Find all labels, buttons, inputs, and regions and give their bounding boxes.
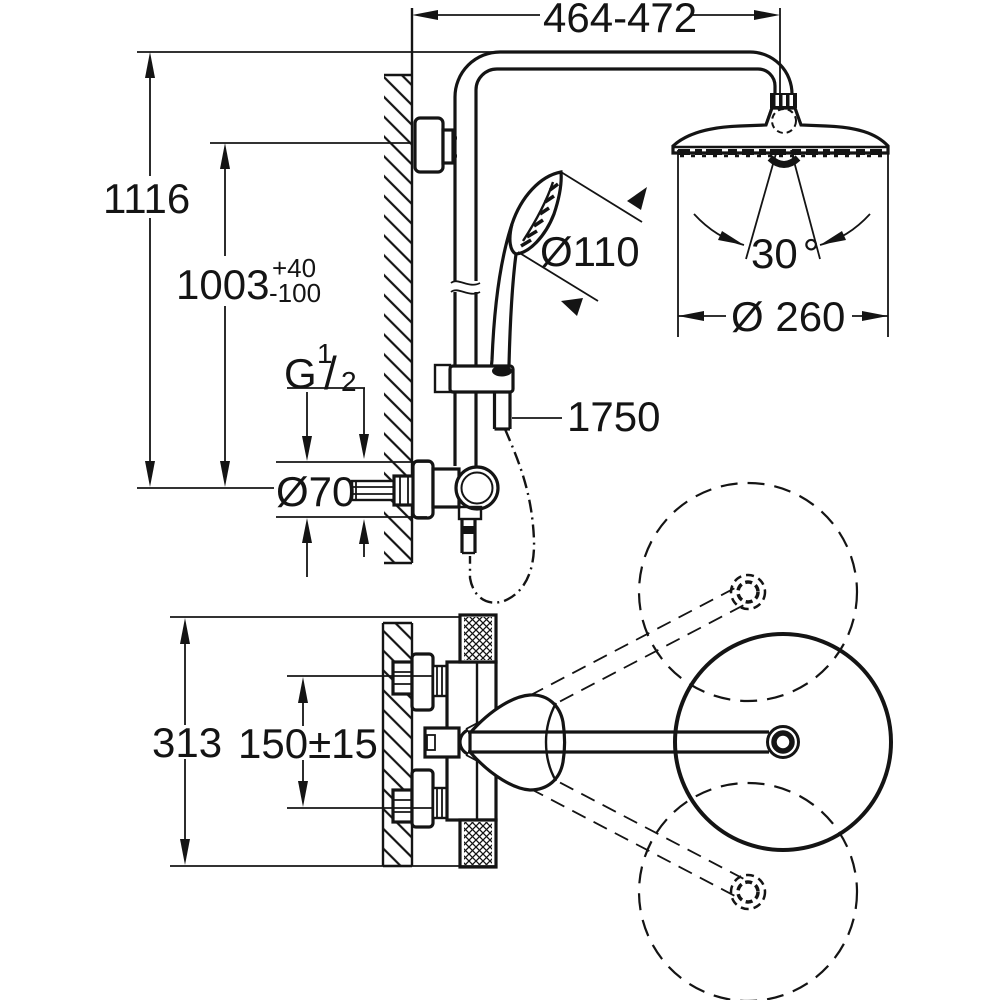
escutcheon-side bbox=[411, 459, 435, 520]
spray-angle-construction bbox=[693, 149, 871, 260]
dim-label-head-shower-dia: Ø 260 bbox=[731, 293, 845, 340]
handle-knurled-bottom bbox=[458, 818, 498, 869]
ball-joint-hidden-circle bbox=[771, 108, 797, 134]
supply-pipe bbox=[350, 479, 396, 502]
dim-height-outlet: 1003 +40 -100 bbox=[176, 142, 410, 487]
spray-angle-unit: ° bbox=[803, 230, 820, 277]
head-shower-plan-circle bbox=[673, 632, 893, 852]
hose-nut bbox=[457, 505, 483, 521]
dim-label-thread-num: 1 bbox=[317, 338, 333, 369]
dim-height-total: 1116 bbox=[103, 51, 500, 489]
dim-label-spray-angle: 30° bbox=[751, 230, 820, 277]
dim-label-tol-minus: -100 bbox=[269, 278, 321, 308]
dim-label-connection-distance: 150±15 bbox=[238, 720, 378, 767]
hand-shower-face-ribs bbox=[520, 182, 560, 248]
wall-section-lower bbox=[381, 621, 414, 868]
dim-rosette: Ø70 bbox=[276, 461, 431, 577]
dim-label-height-outlet: 1003 bbox=[176, 261, 269, 308]
dim-label-top-width: 464-472 bbox=[543, 0, 697, 41]
handle-knurled-top bbox=[458, 613, 498, 664]
rail-break-icon bbox=[450, 280, 481, 295]
dim-label-thread-slash: / bbox=[324, 347, 337, 399]
hand-shower bbox=[489, 170, 563, 371]
rail-holder bbox=[433, 363, 515, 431]
dim-hand-shower: Ø110 bbox=[517, 171, 647, 316]
dim-label-tol-plus: +40 bbox=[272, 253, 316, 283]
shower-arm bbox=[423, 725, 800, 759]
thermostat-valve bbox=[350, 459, 500, 555]
dimension-layer: 464-472 1116 1003 +40 -100 bbox=[103, 0, 889, 867]
shower-hose bbox=[468, 428, 536, 604]
dim-spray-angle: 30° bbox=[751, 230, 820, 277]
dim-label-thread-den: 2 bbox=[341, 366, 357, 397]
center-spray-band bbox=[767, 155, 801, 168]
dim-head-shower: Ø 260 bbox=[677, 150, 889, 340]
spray-angle-value: 30 bbox=[751, 230, 798, 277]
dim-hose: 1750 bbox=[512, 393, 660, 440]
dim-connection-distance: 150±15 bbox=[238, 675, 433, 809]
dim-label-rosette-dia: Ø70 bbox=[276, 468, 355, 515]
dim-label-thread-g: G bbox=[284, 350, 317, 397]
hand-shower-plan-funnel bbox=[468, 693, 567, 792]
dim-label-height-total: 1116 bbox=[103, 175, 190, 222]
wall-bracket bbox=[413, 116, 457, 174]
dim-thread: G 1 / 2 bbox=[284, 338, 369, 461]
shower-pipe bbox=[450, 50, 794, 466]
dim-label-hand-shower-dia: Ø110 bbox=[540, 228, 640, 275]
dim-body-height: 313 bbox=[152, 616, 497, 867]
dim-top-width: 464-472 bbox=[412, 0, 781, 104]
dim-label-body-height: 313 bbox=[152, 719, 222, 766]
head-shower bbox=[671, 93, 890, 168]
plan-view bbox=[391, 481, 893, 1000]
dim-label-hose-length: 1750 bbox=[567, 393, 660, 440]
union-nut bbox=[392, 474, 416, 507]
